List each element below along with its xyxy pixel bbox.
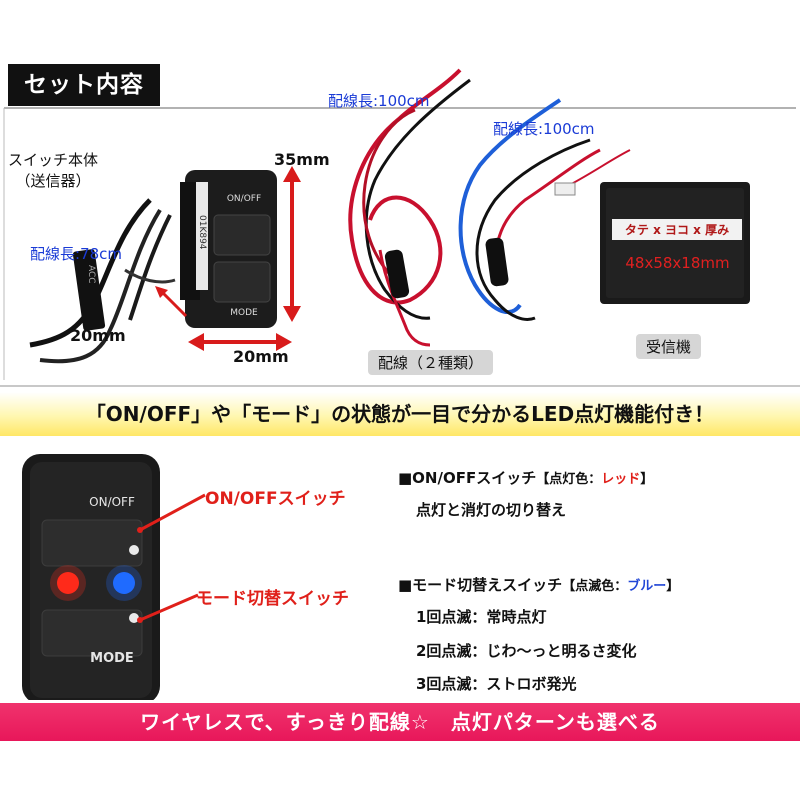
section-divider: [0, 385, 800, 387]
mode-color-value: ブルー: [627, 579, 667, 594]
receiver-dimension-heading: タテ x ヨコ x 厚み: [612, 219, 742, 240]
dimension-arrows: [155, 166, 301, 351]
bottom-banner-text: ワイヤレスで、すっきり配線☆ 点灯パターンも選べる: [140, 710, 660, 734]
headline-band: [0, 392, 800, 436]
switch-body: [180, 170, 277, 328]
switch-photo: [22, 454, 206, 700]
dimension-width-label: 20mm: [233, 347, 289, 366]
onoff-feature-heading: ■ON/OFFスイッチ【点灯色：レッド】: [398, 467, 653, 488]
mode-item: 3回点滅：ストロボ発光: [416, 675, 577, 693]
photo-mode-print: MODE: [90, 651, 134, 666]
red-wiring-harness: [348, 68, 471, 347]
onoff-switch-callout: ON/OFFスイッチ: [205, 489, 346, 509]
mode-feature-title: ■モード切替えスイッチ: [398, 576, 563, 594]
onoff-feature-title: ■ON/OFFスイッチ: [398, 469, 537, 487]
switch-body-title: スイッチ本体 （送信器）: [8, 150, 98, 192]
mode-item: 2回点滅：じわ〜っと明るさ変化: [416, 642, 637, 660]
switch-connector-code: ACC: [86, 265, 96, 284]
bottom-banner: [0, 703, 800, 741]
onoff-color-prefix: 【点灯色：: [536, 472, 602, 487]
product-contents-illustration: [3, 68, 796, 380]
mode-item: 1回点滅：常時点灯: [416, 608, 547, 626]
receiver-dimension-value: 48x58x18mm: [625, 254, 730, 272]
switch-mode-print: MODE: [230, 308, 258, 318]
blue-wiring-harness: [458, 98, 631, 321]
mode-color-prefix: 【点滅色：: [562, 579, 628, 594]
wiring-caption: 配線（２種類）: [368, 350, 494, 375]
photo-onoff-print: ON/OFF: [89, 495, 135, 509]
receiver-caption: 受信機: [636, 334, 702, 359]
mode-switch-callout: モード切替スイッチ: [196, 589, 349, 609]
set-contents-tag: セット内容: [8, 64, 160, 106]
onoff-feature-desc: 点灯と消灯の切り替え: [416, 501, 567, 519]
switch-body-title-line2: （送信器）: [15, 172, 91, 190]
headline-text: 「ON/OFF」や「モード」の状態が一目で分かるLED点灯機能付き！: [85, 402, 715, 426]
switch-side-code: 01K894: [197, 215, 207, 250]
switch-cable-bundle: [29, 198, 176, 364]
mode-feature-heading: ■モード切替えスイッチ【点滅色：ブルー】: [398, 574, 679, 595]
dimension-height-label: 35mm: [274, 150, 330, 169]
onoff-color-value: レッド: [601, 472, 641, 487]
wire-length-red-label: 配線長:100cm: [328, 92, 430, 110]
wire-length-switch-label: 配線長:78cm: [30, 245, 122, 263]
onoff-color-suffix: 】: [640, 472, 654, 487]
switch-body-title-line1: スイッチ本体: [8, 151, 99, 169]
wire-length-blue-label: 配線長:100cm: [493, 120, 595, 138]
switch-onoff-print: ON/OFF: [226, 194, 262, 204]
dimension-depth-label: 20mm: [70, 326, 126, 345]
receiver-unit: [600, 182, 750, 304]
mode-color-suffix: 】: [666, 579, 680, 594]
